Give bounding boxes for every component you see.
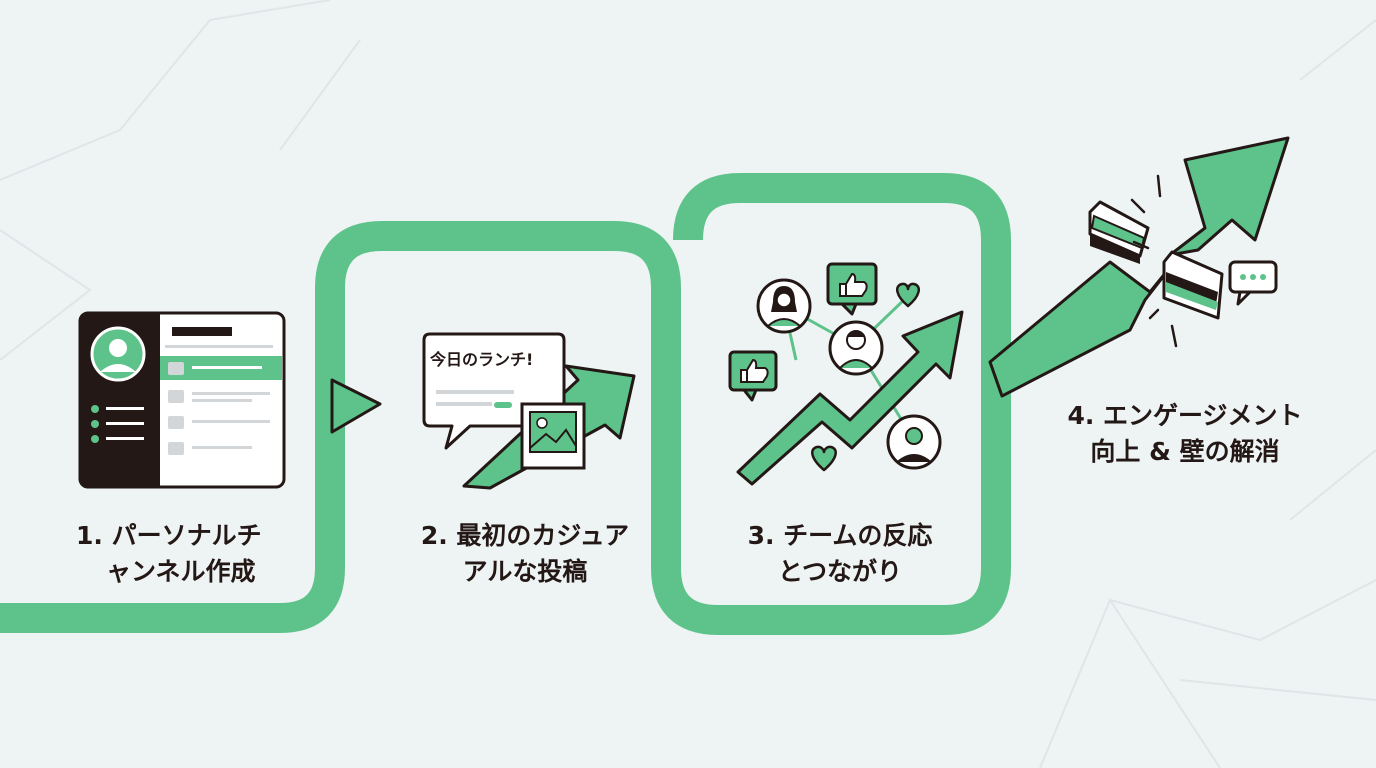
step-3-line-2: とつながり [777, 557, 902, 586]
step-1-label: 1. パーソナルチ ャンネル作成 [60, 518, 326, 590]
step-4-label: 4. エンゲージメント 向上 & 壁の解消 [1040, 398, 1330, 470]
growth-arrow-head-4 [1168, 136, 1290, 257]
step-2-line-1: 2. 最初のカジュア [420, 521, 630, 550]
step-4-line-1: 4. エンゲージメント [1067, 401, 1303, 430]
step-1-line-1: 1. パーソナルチ [76, 521, 262, 550]
profile-panel-icon [78, 311, 286, 489]
journey-path [0, 173, 1011, 635]
step-2-line-2: アルな投稿 [462, 557, 588, 586]
person-icon [886, 414, 942, 470]
person-icon [756, 278, 812, 334]
heart-icon [895, 282, 921, 308]
step-2-label: 2. 最初のカジュア アルな投稿 [390, 518, 660, 590]
play-arrow-icon [330, 378, 382, 434]
heart-icon [811, 445, 837, 472]
burst-lines [1130, 174, 1178, 348]
step-4-line-2: 向上 & 壁の解消 [1090, 437, 1280, 466]
post-bubble-text: 今日のランチ! [430, 350, 534, 369]
growth-band [988, 253, 1182, 398]
broken-wall-icon [1088, 200, 1224, 320]
image-icon [520, 402, 586, 470]
chat-dots-icon [1228, 260, 1278, 306]
thumbs-up-icon [826, 262, 878, 316]
person-icon [828, 320, 884, 376]
step-1-line-2: ャンネル作成 [106, 557, 256, 586]
step-3-line-1: 3. チームの反応 [747, 521, 933, 550]
growth-arrow-icon-3 [736, 310, 964, 486]
step-3-label: 3. チームの反応 とつながり [710, 518, 970, 590]
thumbs-up-icon [728, 350, 778, 402]
